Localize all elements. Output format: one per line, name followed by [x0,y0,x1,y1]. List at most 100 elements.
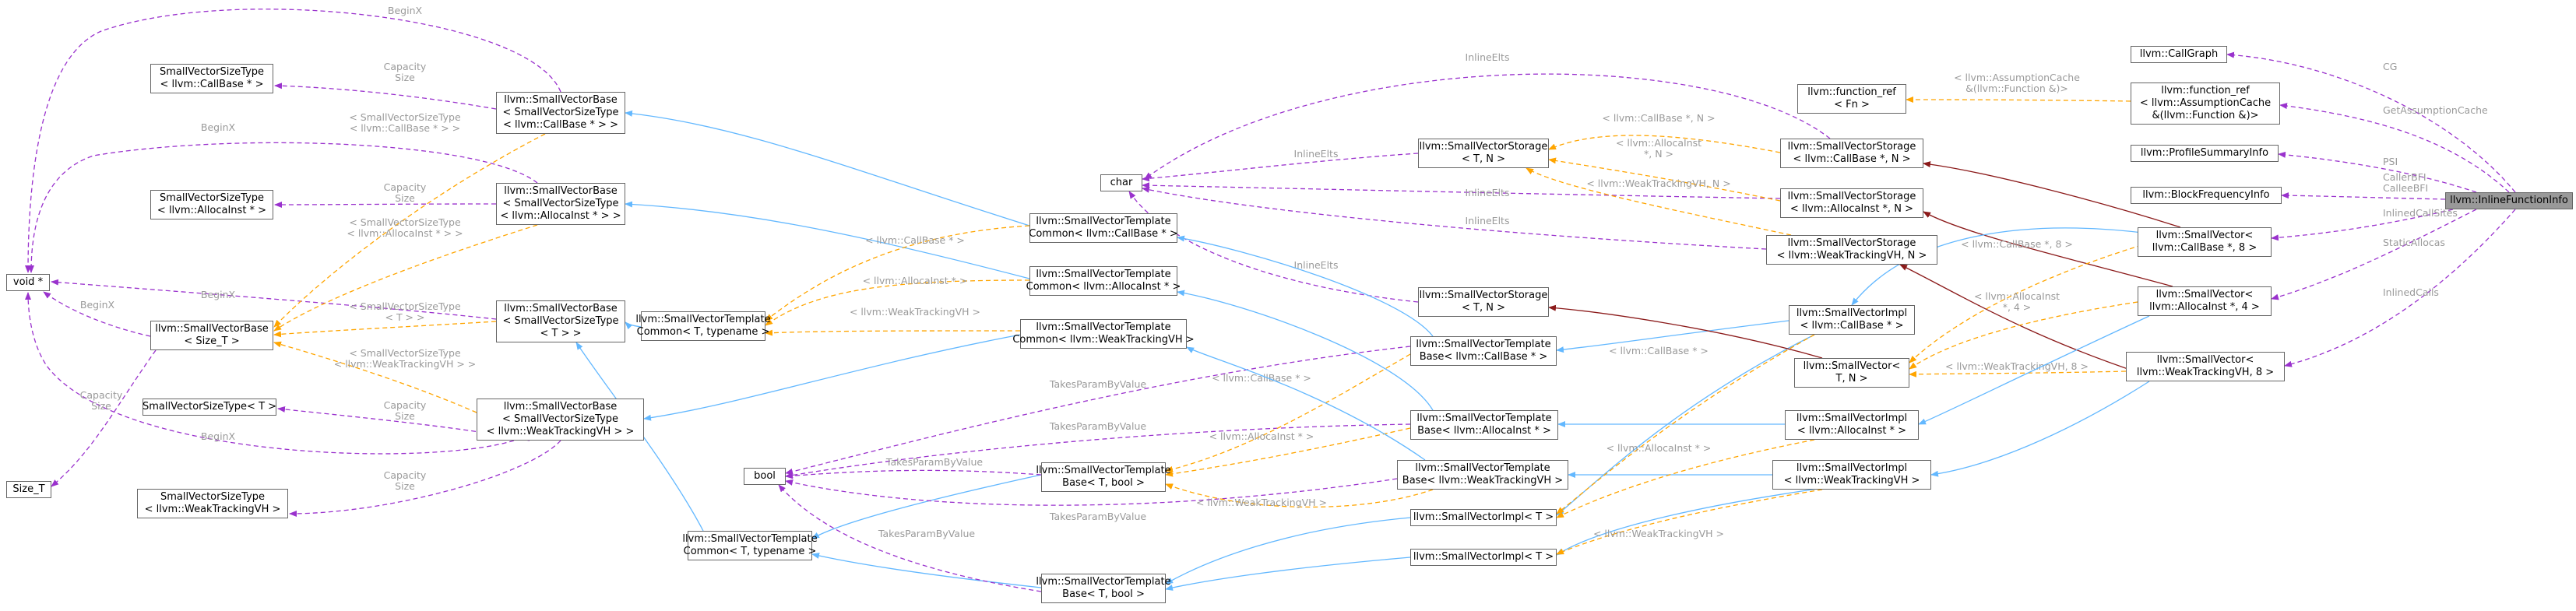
node-svs-callbase[interactable]: llvm::SmallVectorStorage< llvm::CallBase… [1780,139,1923,168]
node-sv-t-n[interactable]: llvm::SmallVector<T, N > [1794,358,1909,388]
edge-label: Capacity [384,399,427,411]
edge-label: BeginX [201,121,236,133]
node-inlinefunctioninfo[interactable]: llvm::InlineFunctionInfo [2445,192,2573,209]
node-svs-t-n-mid[interactable]: llvm::SmallVectorStorage< T, N > [1418,287,1549,317]
edge-label: < llvm::AllocaInst * > [1209,430,1314,442]
edge-inherit-41 [1177,290,1434,411]
edge-template-31 [765,329,1021,336]
edge-label: < llvm::WeakTrackingVH > [850,306,980,318]
node-blockfrequencyinfo[interactable]: llvm::BlockFrequencyInfo [2131,187,2282,204]
edge-label: InlineElts [1466,215,1510,226]
edge-usage-70 [2284,209,2516,367]
edge-label: Capacity [80,389,123,401]
edge-usage-5 [274,83,497,110]
node-svi-t-1[interactable]: llvm::SmallVectorImpl< T > [1410,509,1557,526]
edge-label: InlinedCallSites [2383,207,2458,219]
node-svi-wtvh[interactable]: llvm::SmallVectorImpl< llvm::WeakTrackin… [1772,460,1931,490]
edge-label: *, N > [1644,148,1673,160]
edge-label: BeginX [201,289,236,300]
node-void-ptr[interactable]: void * [6,274,50,291]
node-callgraph[interactable]: llvm::CallGraph [2131,46,2227,63]
edge-label: < llvm::CallBase * > [865,234,965,246]
edge-label: InlineElts [1466,51,1510,63]
edge-label: < llvm::WeakTrackingVH > > [334,358,477,370]
node-svst-allocainst[interactable]: SmallVectorSizeType< llvm::AllocaInst * … [150,190,273,219]
node-svs-allocainst[interactable]: llvm::SmallVectorStorage< llvm::AllocaIn… [1780,188,1923,218]
edge-usage-9 [51,349,157,487]
node-svb-callbase[interactable]: llvm::SmallVectorBase< SmallVectorSizeTy… [496,92,625,134]
edge-inherit-17 [643,334,1021,421]
edge-usage-32 [785,346,1411,475]
node-svsb-sizet[interactable]: llvm::SmallVectorBase< Size_T > [150,321,273,350]
node-svi-callbase[interactable]: llvm::SmallVectorImpl< llvm::CallBase * … [1789,305,1915,335]
edge-template-11 [273,224,538,332]
node-svb-allocainst[interactable]: llvm::SmallVectorBase< SmallVectorSizeTy… [496,183,625,225]
node-svi-allocainst[interactable]: llvm::SmallVectorImpl< llvm::AllocaInst … [1785,410,1919,440]
edge-label: GetAssumptionCache [2383,104,2488,116]
node-function-ref-fn[interactable]: llvm::function_ref< Fn > [1797,84,1906,114]
edge-template-63 [1906,97,2131,104]
node-svb-t[interactable]: llvm::SmallVectorBase< SmallVectorSizeTy… [496,300,625,342]
edge-label: TakesParamByValue [878,528,975,539]
node-char[interactable]: char [1100,174,1142,191]
node-svst-callbase[interactable]: SmallVectorSizeType< llvm::CallBase * > [150,64,273,93]
node-svst-t[interactable]: SmallVectorSizeType< T > [143,399,276,416]
edge-label: Size [395,480,415,492]
edge-template-50 [1556,334,1815,514]
edge-private-54 [1923,211,2173,287]
edge-usage-8 [289,440,561,517]
edge-template-28 [1526,167,1792,236]
node-sv-callbase-8[interactable]: llvm::SmallVector<llvm::CallBase *, 8 > [2138,227,2272,257]
edge-template-51 [1556,439,1815,518]
edge-label: < llvm::AllocaInst * > > [347,227,463,239]
node-size-t[interactable]: Size_T [6,481,51,498]
edge-label: < llvm::CallBase * > [1212,372,1311,384]
edge-label: < llvm::AllocaInst [1616,137,1701,149]
edge-label: Size [395,192,415,204]
edge-label: Size [91,400,111,412]
edge-label: < SmallVectorSizeType [349,216,461,228]
edge-label: < llvm::WeakTrackingVH, N > [1586,177,1730,189]
edge-usage-4 [25,292,515,455]
edge-label: Capacity [384,181,427,193]
edge-inherit-45 [1556,320,1789,353]
edge-label: TakesParamByValue [1049,420,1146,432]
edge-usage-36 [778,484,1042,592]
edge-template-30 [765,279,1030,326]
edge-inherit-14 [625,110,1030,226]
node-svst-wtvh[interactable]: SmallVectorSizeType< llvm::WeakTrackingV… [137,489,288,518]
edge-label: < llvm::AllocaInst * > [863,275,968,286]
edge-label: TakesParamByValue [885,456,983,468]
edge-label: < llvm::AllocaInst [1974,290,2060,302]
node-svs-wtvh[interactable]: llvm::SmallVectorStorage< llvm::WeakTrac… [1766,235,1937,265]
edge-template-38 [1165,427,1411,477]
node-svi-t-2[interactable]: llvm::SmallVectorImpl< T > [1410,549,1557,566]
edge-inherit-44 [1165,557,1411,591]
edge-private-56 [1548,304,1823,359]
edge-label: < SmallVectorSizeType [349,300,461,312]
edge-template-58 [1909,301,2138,370]
node-function-ref-assumptioncache[interactable]: llvm::function_ref< llvm::AssumptionCach… [2131,83,2280,125]
edge-inherit-62 [1930,381,2150,477]
edge-usage-66 [2278,151,2477,193]
node-svb-wtvh[interactable]: llvm::SmallVectorBase< SmallVectorSizeTy… [477,399,644,441]
node-bool[interactable]: bool [744,468,786,485]
node-svs-t-n-top[interactable]: llvm::SmallVectorStorage< T, N > [1418,139,1549,168]
edge-label: < llvm::WeakTrackingVH > [1196,497,1327,508]
node-sv-allocainst-4[interactable]: llvm::SmallVector<llvm::AllocaInst *, 4 … [2138,286,2272,316]
node-sv-wtvh-8[interactable]: llvm::SmallVector<llvm::WeakTrackingVH, … [2126,352,2285,381]
node-profilesummaryinfo[interactable]: llvm::ProfileSummaryInfo [2131,145,2279,162]
edge-label: Size [395,72,415,83]
edge-template-26 [1548,135,1781,153]
